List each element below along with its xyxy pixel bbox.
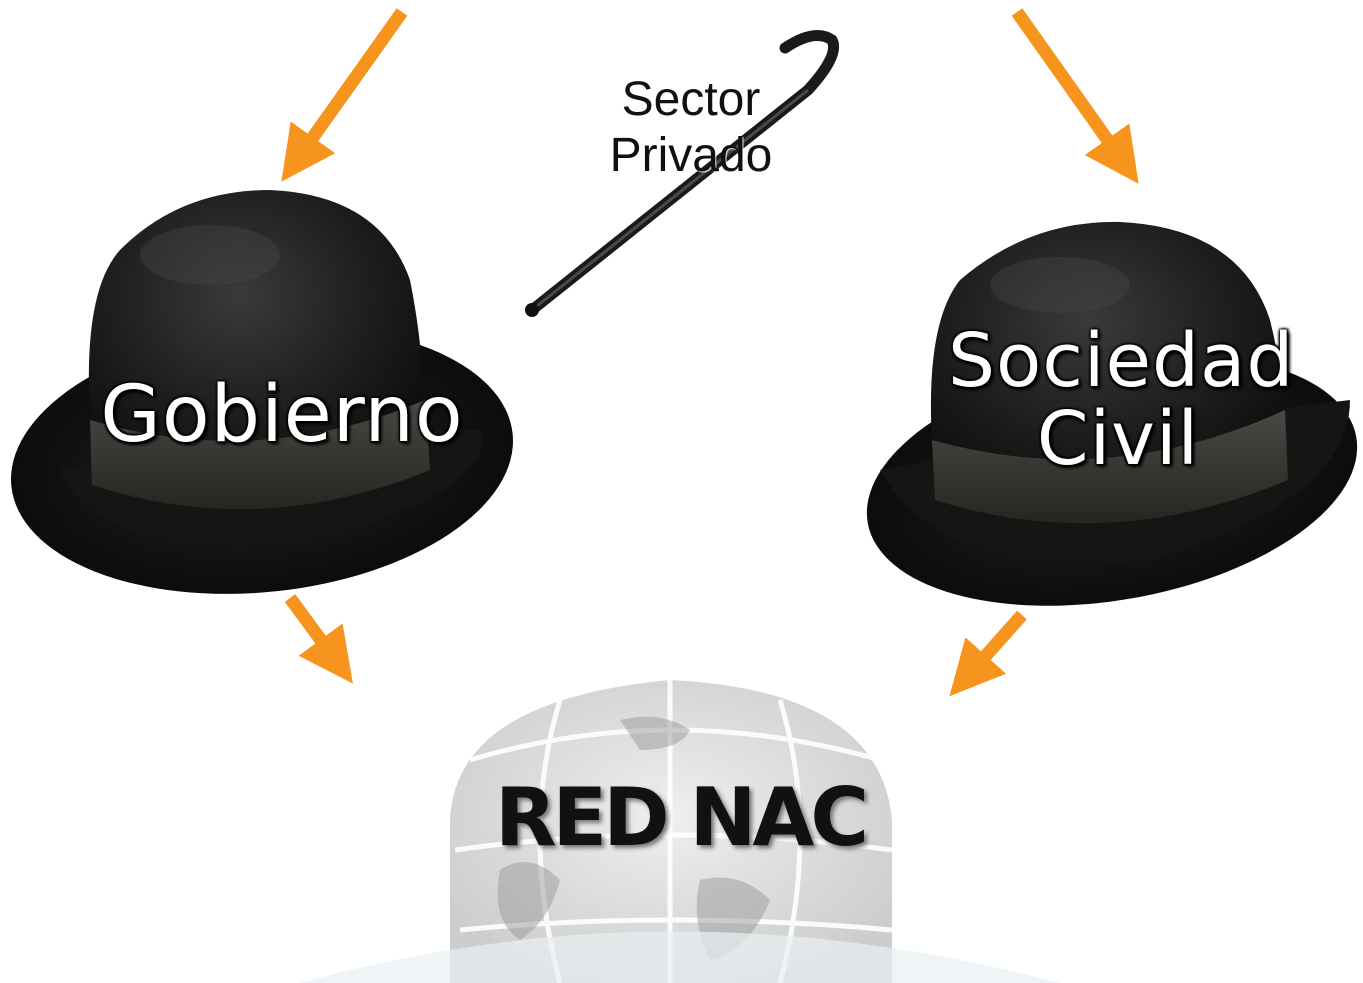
sociedad-line1: Sociedad bbox=[948, 318, 1295, 404]
globe-icon bbox=[300, 680, 1060, 983]
sector-line1: Sector bbox=[621, 73, 761, 126]
arrow-icon bbox=[284, 594, 353, 684]
walking-cane-icon bbox=[525, 30, 839, 317]
red-nac-label: RED NAC bbox=[494, 771, 869, 864]
sector-privado-label: Sector Privado bbox=[586, 72, 796, 184]
gobierno-label: Gobierno bbox=[100, 370, 464, 460]
arrow-icon bbox=[1011, 8, 1139, 184]
arrow-icon bbox=[949, 610, 1027, 697]
arrow-icon bbox=[281, 8, 408, 182]
bowler-hat-icon bbox=[11, 190, 513, 594]
sector-line2: Privado bbox=[609, 129, 773, 182]
sociedad-civil-label: Sociedad Civil bbox=[948, 318, 1295, 482]
bowler-hat-icon bbox=[866, 221, 1358, 606]
sociedad-line2: Civil bbox=[1036, 396, 1200, 482]
